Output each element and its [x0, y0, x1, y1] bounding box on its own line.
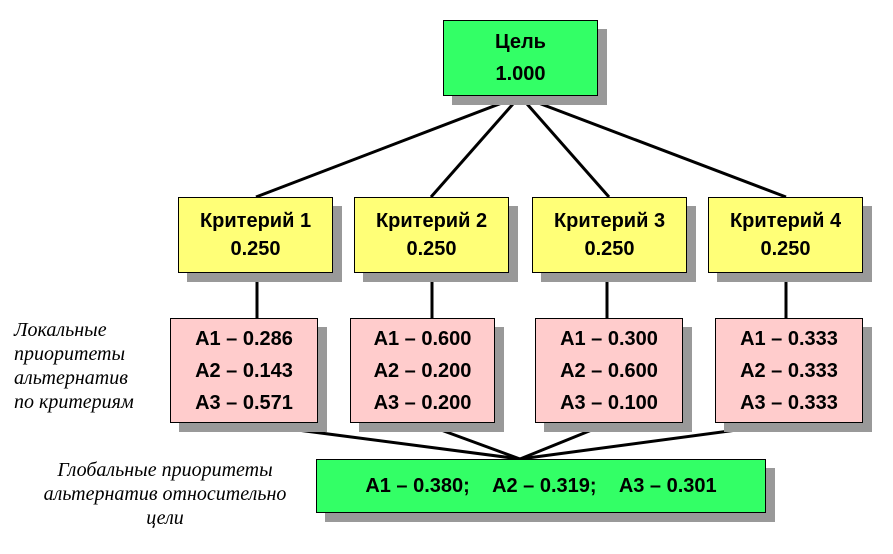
criterion-name: Критерий 2	[375, 210, 488, 232]
alternative-priority: A3 – 0.571	[195, 391, 293, 414]
alts-4-to-global-line	[519, 421, 790, 461]
alternative-priority: A3 – 0.333	[740, 391, 838, 414]
criterion-name: Критерий 1	[199, 210, 312, 232]
alternative-priority: A1 – 0.286	[195, 327, 293, 350]
goal-to-criterion-4-line	[519, 94, 787, 199]
alternative-priority: A3 – 0.100	[560, 391, 658, 414]
alternative-priority: A1 – 0.600	[373, 327, 472, 350]
goal-to-criterion-3-line	[518, 95, 611, 198]
alternative-priority: A2 – 0.333	[740, 359, 838, 382]
goal-value: 1.000	[495, 63, 546, 85]
label-line: альтернатив относительно	[43, 483, 287, 505]
global-priorities-label: Глобальные приоритеты альтернатив относи…	[20, 458, 310, 530]
criterion-3-box: Критерий 3 0.250	[532, 197, 687, 273]
local-priorities-criterion-1: A1 – 0.286 A2 – 0.143 A3 – 0.571	[170, 318, 318, 423]
criterion-4-box: Критерий 4 0.250	[708, 197, 863, 273]
criterion-value: 0.250	[406, 238, 457, 260]
goal-to-criterion-1-line	[255, 94, 521, 199]
alternative-priority: A2 – 0.143	[195, 359, 293, 382]
alts-2-to-global-line	[421, 421, 521, 461]
alternative-priority: A2 – 0.200	[373, 359, 472, 382]
local-priorities-criterion-3: A1 – 0.300 A2 – 0.600 A3 – 0.100	[535, 318, 683, 423]
local-priorities-label: Локальные приоритеты альтернатив по крит…	[14, 318, 174, 414]
label-line: цели	[146, 507, 184, 529]
label-line: приоритеты	[14, 343, 126, 365]
goal-box: Цель 1.000	[443, 20, 598, 96]
criterion-name: Критерий 4	[729, 210, 842, 232]
local-priorities-criterion-4: A1 – 0.333 A2 – 0.333 A3 – 0.333	[715, 318, 863, 423]
alternative-priority: A1 – 0.333	[740, 327, 838, 350]
alternative-priority: A3 – 0.200	[373, 391, 472, 414]
local-priorities-criterion-2: A1 – 0.600 A2 – 0.200 A3 – 0.200	[350, 318, 495, 423]
global-priorities-box: A1 – 0.380; A2 – 0.319; A3 – 0.301	[316, 459, 766, 513]
alts-1-to-global-line	[243, 421, 521, 461]
label-line: по критериям	[14, 391, 134, 413]
criterion-value: 0.250	[230, 238, 281, 260]
label-line: альтернатив	[14, 367, 128, 389]
goal-title: Цель	[495, 31, 546, 53]
criterion-value: 0.250	[584, 238, 635, 260]
global-priority: A1 – 0.380;	[365, 474, 470, 497]
label-line: Глобальные приоритеты	[57, 459, 273, 481]
alts-3-to-global-line	[519, 421, 610, 461]
label-line: Локальные	[14, 319, 107, 341]
criterion-2-box: Критерий 2 0.250	[354, 197, 509, 273]
alternative-priority: A1 – 0.300	[560, 327, 658, 350]
criterion-value: 0.250	[760, 238, 811, 260]
criterion-name: Критерий 3	[553, 210, 666, 232]
alternative-priority: A2 – 0.600	[560, 359, 658, 382]
criterion-1-box: Критерий 1 0.250	[178, 197, 333, 273]
global-priority: A2 – 0.319;	[492, 474, 597, 497]
global-priority: A3 – 0.301	[618, 474, 717, 497]
goal-to-criterion-2-line	[429, 95, 522, 198]
